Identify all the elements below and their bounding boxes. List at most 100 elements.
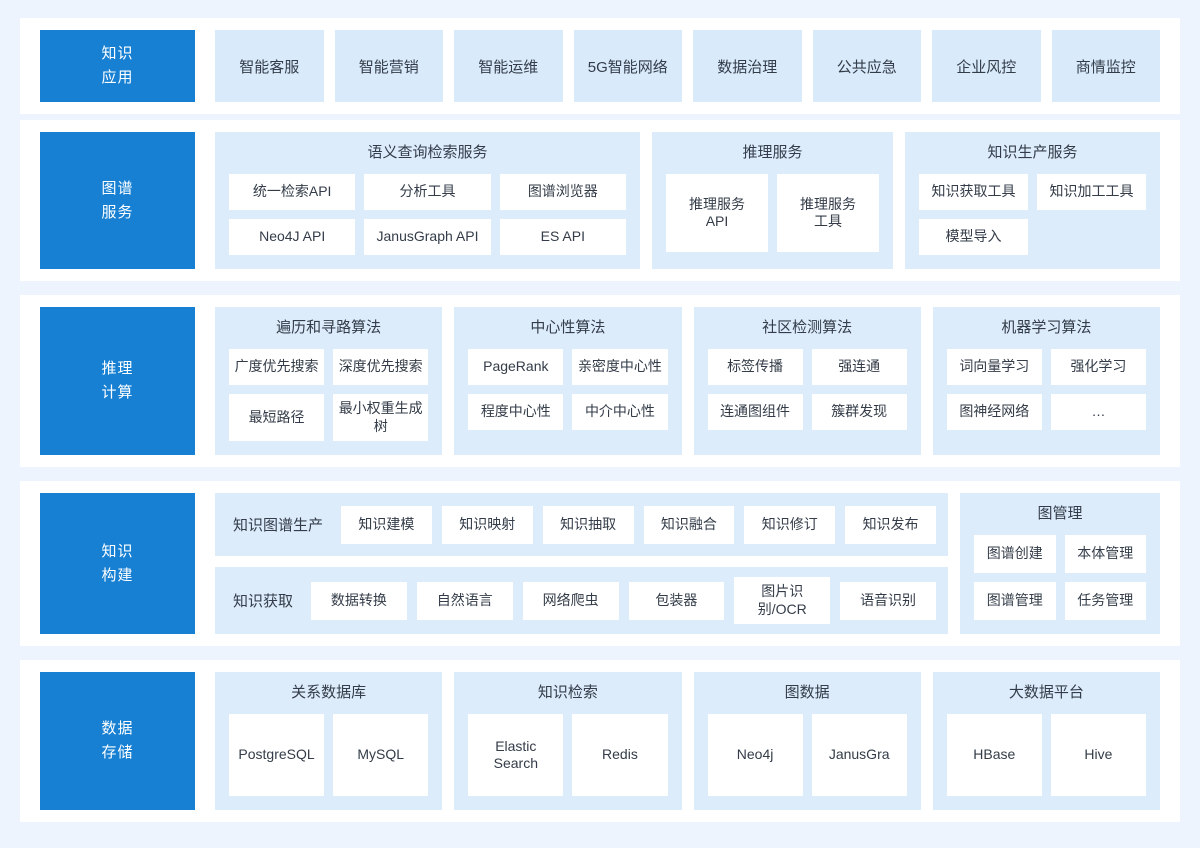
chip-shortest-path[interactable]: 最短路径 bbox=[229, 394, 325, 441]
chip-knowledge-revision[interactable]: 知识修订 bbox=[744, 505, 836, 544]
chip-strongly-connected[interactable]: 强连通 bbox=[811, 349, 907, 385]
chip-grid: PostgreSQL MySQL bbox=[229, 714, 429, 796]
layer-label-line-2: 服务 bbox=[101, 203, 134, 221]
chip-web-crawler[interactable]: 网络爬虫 bbox=[522, 581, 619, 620]
chip-breadth-first-search[interactable]: 广度优先搜索 bbox=[229, 349, 325, 385]
chip-grid: 知识获取工具 知识加工工具 模型导入 bbox=[919, 174, 1146, 255]
chip-wrapper[interactable]: 包装器 bbox=[628, 581, 725, 620]
layer-label-line-1: 知识 bbox=[101, 542, 134, 560]
chip-more-ellipsis[interactable]: … bbox=[1050, 394, 1146, 430]
chip-knowledge-modeling[interactable]: 知识建模 bbox=[341, 505, 432, 544]
chip-knowledge-acquisition-tool[interactable]: 知识获取工具 bbox=[919, 174, 1028, 210]
layer-content-graph-service: 语义查询检索服务 统一检索API 分析工具 图谱浏览器 Neo4J API Ja… bbox=[215, 132, 1160, 269]
group-title: 知识生产服务 bbox=[987, 144, 1078, 161]
layer-content-reasoning-compute: 遍历和寻路算法 广度优先搜索 深度优先搜索 最短路径 最小权重生成树 中心性算法… bbox=[215, 307, 1160, 455]
group-title: 大数据平台 bbox=[1008, 684, 1084, 701]
layer-row-knowledge-construction: 知识 构建 知识图谱生产 知识建模 知识映射 知识抽取 知识融合 知识修订 知识… bbox=[20, 481, 1180, 646]
group-graph-data: 图数据 Neo4j JanusGra bbox=[693, 672, 921, 810]
chip-mysql[interactable]: MySQL bbox=[333, 714, 429, 796]
chip-graph-neural-network[interactable]: 图神经网络 bbox=[946, 394, 1042, 430]
group-title: 中心性算法 bbox=[530, 319, 606, 336]
chip-task-management[interactable]: 任务管理 bbox=[1064, 582, 1146, 620]
bar-knowledge-graph-production: 知识图谱生产 知识建模 知识映射 知识抽取 知识融合 知识修订 知识发布 bbox=[215, 493, 948, 556]
chip-closeness-centrality[interactable]: 亲密度中心性 bbox=[572, 349, 668, 385]
group-title: 图管理 bbox=[1037, 505, 1083, 522]
group-traversal-pathfinding-algorithms: 遍历和寻路算法 广度优先搜索 深度优先搜索 最短路径 最小权重生成树 bbox=[215, 307, 443, 455]
tile-intelligent-operations[interactable]: 智能运维 bbox=[454, 30, 563, 102]
chip-unified-search-api[interactable]: 统一检索API bbox=[229, 174, 356, 210]
chip-reinforcement-learning[interactable]: 强化学习 bbox=[1050, 349, 1146, 385]
tile-public-emergency[interactable]: 公共应急 bbox=[812, 30, 921, 102]
chip-analysis-tool[interactable]: 分析工具 bbox=[364, 174, 491, 210]
layer-label-line-1: 数据 bbox=[101, 720, 134, 737]
chip-neo4j-api[interactable]: Neo4J API bbox=[229, 219, 356, 255]
tile-5g-intelligent-network[interactable]: 5G智能网络 bbox=[573, 30, 682, 102]
layer-row-knowledge-application: 知识 应用 智能客服 智能营销 智能运维 5G智能网络 数据治理 公共应急 企业… bbox=[20, 18, 1180, 114]
chip-graph-management[interactable]: 图谱管理 bbox=[974, 582, 1056, 620]
group-semantic-query-service: 语义查询检索服务 统一检索API 分析工具 图谱浏览器 Neo4J API Ja… bbox=[215, 132, 640, 269]
chip-minimum-spanning-tree[interactable]: 最小权重生成树 bbox=[333, 394, 429, 441]
group-title: 社区检测算法 bbox=[762, 319, 853, 336]
chip-grid: PageRank 亲密度中心性 程度中心性 中介中心性 bbox=[468, 349, 668, 430]
chip-es-api[interactable]: ES API bbox=[499, 219, 626, 255]
group-graph-management: 图管理 图谱创建 本体管理 图谱管理 任务管理 bbox=[960, 493, 1160, 634]
bar-label: 知识图谱生产 bbox=[233, 517, 324, 534]
group-title: 关系数据库 bbox=[291, 684, 367, 701]
tile-intelligent-customer-service[interactable]: 智能客服 bbox=[215, 30, 324, 102]
tile-enterprise-risk-control[interactable]: 企业风控 bbox=[932, 30, 1041, 102]
chip-knowledge-mapping[interactable]: 知识映射 bbox=[441, 505, 533, 544]
chip-image-recognition-ocr[interactable]: 图片识别/OCR bbox=[734, 577, 831, 624]
chip-reasoning-service-tool[interactable]: 推理服务工具 bbox=[777, 174, 879, 252]
tile-data-governance[interactable]: 数据治理 bbox=[693, 30, 802, 102]
chip-knowledge-processing-tool[interactable]: 知识加工工具 bbox=[1037, 174, 1146, 210]
chip-model-import[interactable]: 模型导入 bbox=[919, 219, 1028, 255]
group-centrality-algorithms: 中心性算法 PageRank 亲密度中心性 程度中心性 中介中心性 bbox=[454, 307, 682, 455]
chip-natural-language[interactable]: 自然语言 bbox=[416, 581, 513, 620]
chip-word-vector-learning[interactable]: 词向量学习 bbox=[946, 349, 1042, 385]
chip-data-conversion[interactable]: 数据转换 bbox=[311, 581, 407, 620]
chip-grid: 统一检索API 分析工具 图谱浏览器 Neo4J API JanusGraph … bbox=[229, 174, 626, 255]
chip-neo4j[interactable]: Neo4j bbox=[707, 714, 803, 796]
layer-label-line-2: 存储 bbox=[101, 744, 134, 761]
layer-label-reasoning-compute: 推理 计算 bbox=[40, 307, 195, 455]
chip-degree-centrality[interactable]: 程度中心性 bbox=[468, 394, 564, 430]
chip-ontology-management[interactable]: 本体管理 bbox=[1064, 535, 1146, 573]
chip-redis[interactable]: Redis bbox=[572, 714, 668, 796]
graph-service-group-list: 语义查询检索服务 统一检索API 分析工具 图谱浏览器 Neo4J API Ja… bbox=[215, 132, 1160, 269]
chip-betweenness-centrality[interactable]: 中介中心性 bbox=[572, 394, 668, 430]
chip-grid: 词向量学习 强化学习 图神经网络 … bbox=[946, 349, 1146, 430]
knowledge-construction-bars: 知识图谱生产 知识建模 知识映射 知识抽取 知识融合 知识修订 知识发布 知识获… bbox=[215, 493, 948, 634]
group-title: 语义查询检索服务 bbox=[367, 144, 488, 161]
tile-intelligent-marketing[interactable]: 智能营销 bbox=[334, 30, 443, 102]
chip-hbase[interactable]: HBase bbox=[946, 714, 1042, 796]
bar-knowledge-acquisition: 知识获取 数据转换 自然语言 网络爬虫 包装器 图片识别/OCR 语音识别 bbox=[215, 567, 948, 634]
chip-speech-recognition[interactable]: 语音识别 bbox=[840, 581, 936, 620]
group-community-detection-algorithms: 社区检测算法 标签传播 强连通 连通图组件 簇群发现 bbox=[693, 307, 921, 455]
chip-graph-browser[interactable]: 图谱浏览器 bbox=[499, 174, 626, 210]
group-title: 遍历和寻路算法 bbox=[276, 319, 382, 336]
group-title: 图数据 bbox=[784, 684, 830, 701]
chip-knowledge-fusion[interactable]: 知识融合 bbox=[643, 505, 735, 544]
chip-knowledge-publishing[interactable]: 知识发布 bbox=[845, 505, 936, 544]
chip-pagerank[interactable]: PageRank bbox=[468, 349, 564, 385]
chip-postgresql[interactable]: PostgreSQL bbox=[229, 714, 325, 796]
chip-janusgraph-api[interactable]: JanusGraph API bbox=[364, 219, 491, 255]
tile-business-monitoring[interactable]: 商情监控 bbox=[1051, 30, 1160, 102]
chip-cluster-discovery[interactable]: 簇群发现 bbox=[811, 394, 907, 430]
chip-hive[interactable]: Hive bbox=[1050, 714, 1146, 796]
layer-row-data-storage: 数据 存储 关系数据库 PostgreSQL MySQL 知识检索 Elasti… bbox=[20, 660, 1180, 822]
chip-depth-first-search[interactable]: 深度优先搜索 bbox=[333, 349, 429, 385]
chip-connected-components[interactable]: 连通图组件 bbox=[707, 394, 803, 430]
layer-row-graph-service: 图谱 服务 语义查询检索服务 统一检索API 分析工具 图谱浏览器 Neo4J … bbox=[20, 120, 1180, 281]
chip-graph-creation[interactable]: 图谱创建 bbox=[974, 535, 1056, 573]
chip-janusgraph[interactable]: JanusGra bbox=[811, 714, 907, 796]
chip-label-propagation[interactable]: 标签传播 bbox=[707, 349, 803, 385]
chip-knowledge-extraction[interactable]: 知识抽取 bbox=[542, 505, 634, 544]
reasoning-group-list: 遍历和寻路算法 广度优先搜索 深度优先搜索 最短路径 最小权重生成树 中心性算法… bbox=[215, 307, 1160, 455]
